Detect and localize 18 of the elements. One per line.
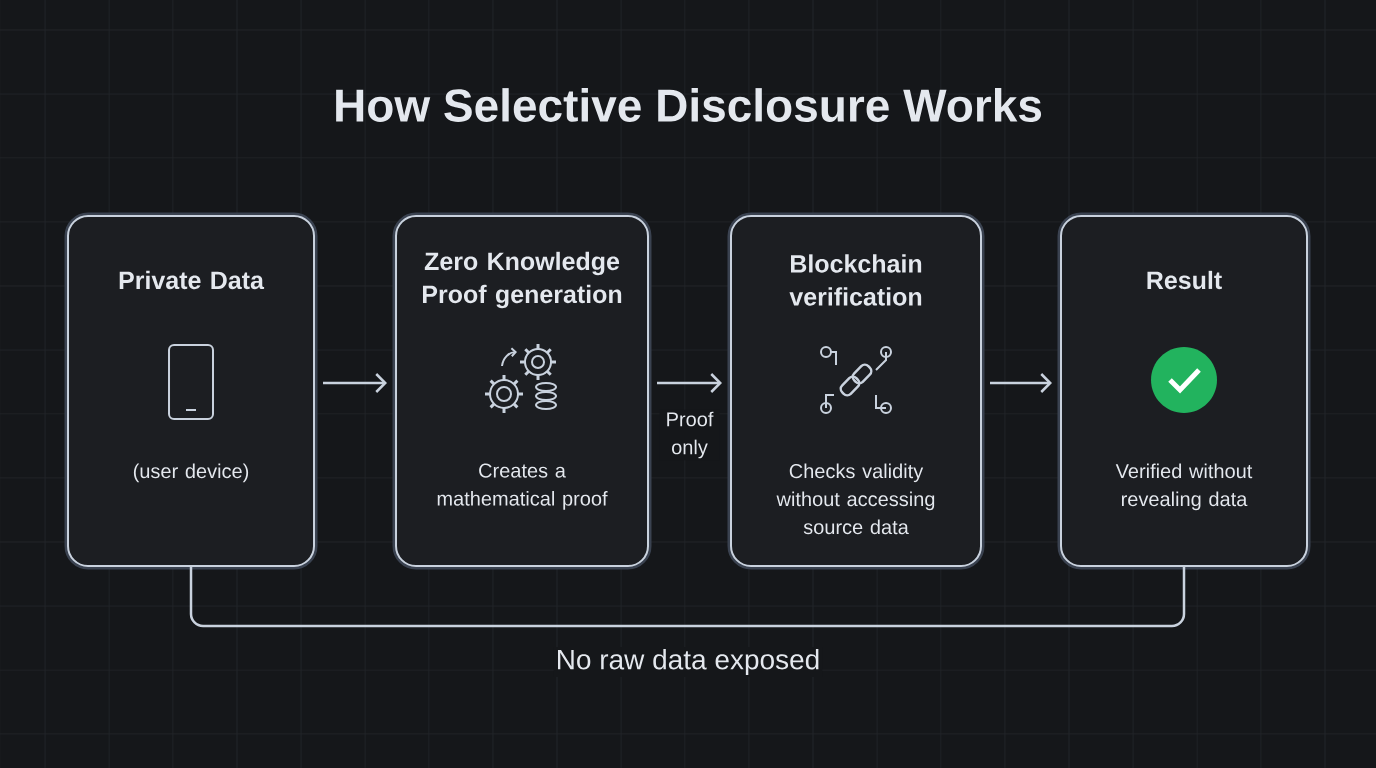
arrow (657, 373, 722, 393)
node-label: Checks validity without accessing source data (776, 463, 935, 535)
node-label: (user device) (133, 463, 249, 483)
edge-label: No raw data exposed (553, 646, 823, 678)
node-label: Result (1147, 270, 1222, 290)
node-label: Private Data (119, 270, 265, 290)
node-label: Creates a mathematical proof (437, 463, 608, 510)
process-box: Private Data (user device) (64, 212, 318, 570)
arrow (990, 373, 1052, 393)
process-box: Zero Knowledge Proof generation Creates a mathematical proof (392, 212, 652, 570)
node-label: Blockchain verification (789, 254, 922, 306)
process-box: Result Verified without revealing data (1057, 212, 1311, 570)
title: How Selective Disclosure Works (336, 88, 1042, 122)
process-box: Blockchain verification Checks validity without accessing source data (727, 212, 985, 570)
arrow (323, 373, 387, 393)
node-label: Verified without revealing data (1115, 463, 1253, 511)
node-label: Zero Knowledge Proof generation (422, 251, 622, 309)
edge-label: Proof only (659, 409, 720, 461)
